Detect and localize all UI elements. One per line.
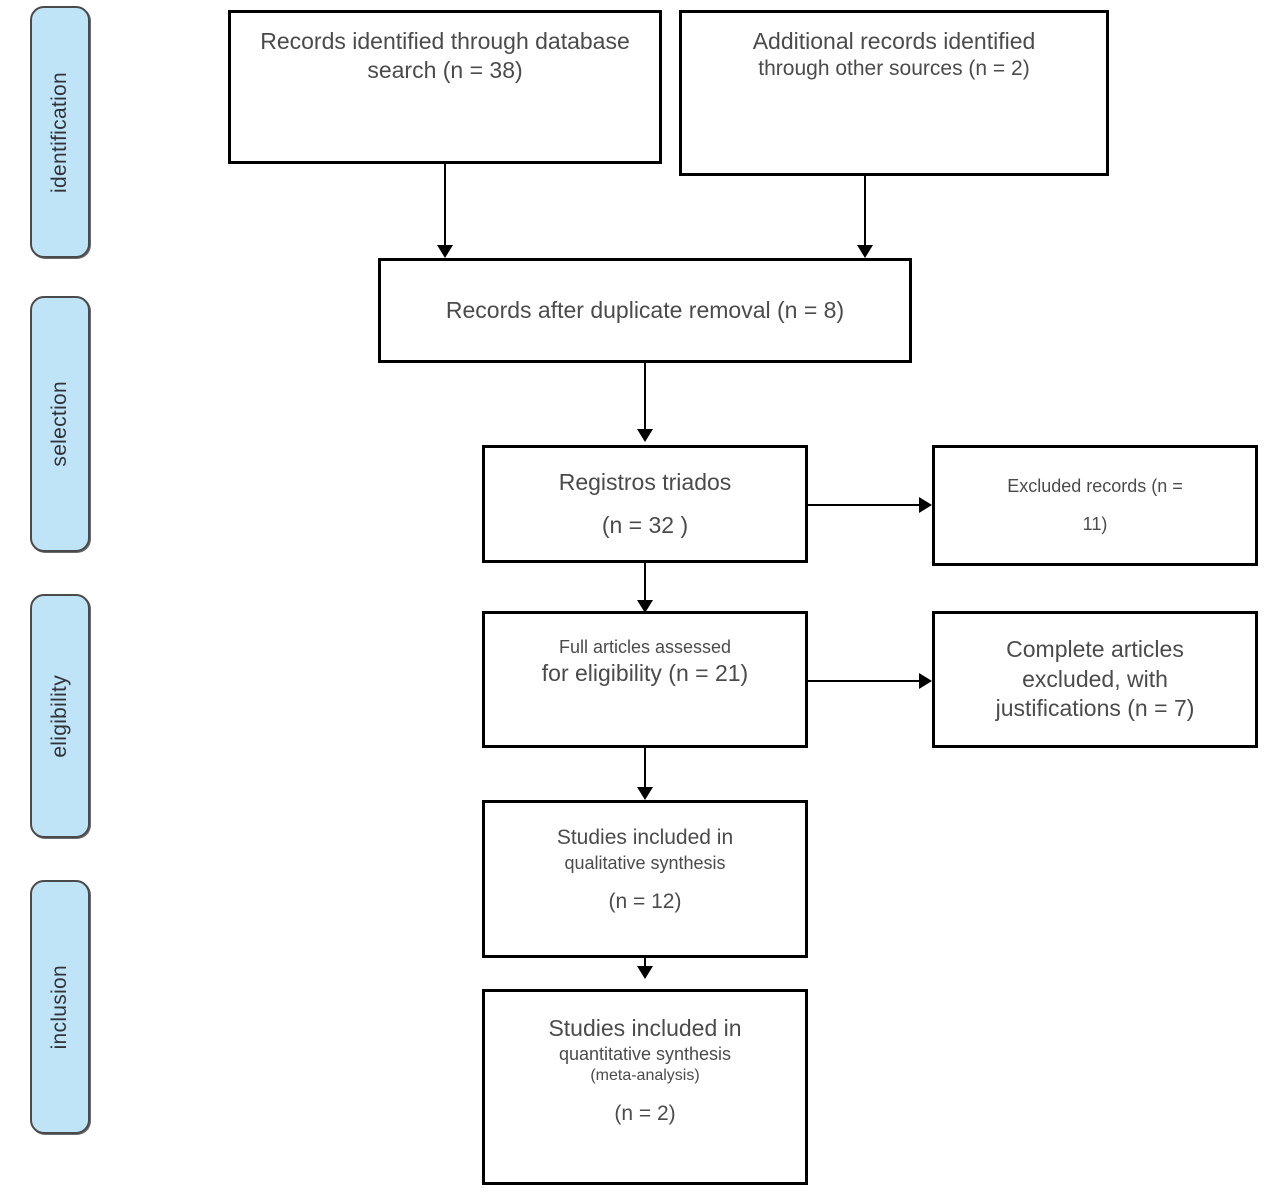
arrow-other-sources-to-duplicates bbox=[857, 245, 873, 258]
box-studies-quantitative-synthesis: Studies included in quantitative synthes… bbox=[482, 989, 808, 1185]
box-records-database-search-line2: search (n = 38) bbox=[367, 57, 523, 84]
box-additional-records-other-sources-line1: Additional records identified bbox=[752, 28, 1036, 54]
stage-label-inclusion: inclusion bbox=[48, 964, 71, 1050]
box-excluded-records-line1: Excluded records (n = bbox=[1007, 476, 1183, 497]
box-studies-quantitative-synthesis-line1: Studies included in bbox=[548, 1015, 742, 1041]
stage-pill-eligibility[interactable]: eligibility bbox=[30, 594, 90, 838]
box-studies-quantitative-synthesis-line2: quantitative synthesis bbox=[558, 1044, 732, 1065]
arrow-database-to-duplicates bbox=[437, 245, 453, 258]
connector-line-other-sources-to-duplicates bbox=[864, 176, 866, 247]
stage-pill-inclusion[interactable]: inclusion bbox=[30, 880, 90, 1134]
box-excluded-records-line2: 11) bbox=[1082, 513, 1108, 534]
box-registros-triados-line2: (n = 32 ) bbox=[601, 512, 689, 538]
connector-line-database-to-duplicates bbox=[444, 164, 446, 247]
box-complete-articles-excluded-line3: justifications (n = 7) bbox=[995, 695, 1195, 722]
box-additional-records-other-sources-line2: through other sources (n = 2) bbox=[758, 57, 1030, 81]
connector-line-full-articles-to-complete-excluded bbox=[808, 680, 922, 682]
box-complete-articles-excluded: Complete articles excluded, with justifi… bbox=[932, 611, 1258, 748]
box-studies-quantitative-synthesis-line3: (meta-analysis) bbox=[590, 1067, 700, 1085]
connector-line-full-articles-to-qualitative bbox=[644, 748, 646, 796]
box-studies-qualitative-synthesis-line2: qualitative synthesis bbox=[564, 852, 726, 873]
stage-pill-identification[interactable]: identification bbox=[30, 6, 90, 258]
stage-label-eligibility: eligibility bbox=[48, 674, 71, 758]
stage-pill-selection[interactable]: selection bbox=[30, 296, 90, 552]
box-full-articles-assessed-line2: for eligibility (n = 21) bbox=[541, 660, 749, 687]
arrow-full-articles-to-qualitative bbox=[637, 787, 653, 800]
box-records-database-search: Records identified through database sear… bbox=[228, 10, 662, 164]
box-studies-qualitative-synthesis-line1: Studies included in bbox=[556, 826, 734, 849]
box-registros-triados-line1: Registros triados bbox=[558, 468, 732, 495]
box-full-articles-assessed: Full articles assessed for eligibility (… bbox=[482, 611, 808, 748]
arrow-duplicates-to-screened bbox=[637, 429, 653, 442]
box-studies-quantitative-synthesis-line4: (n = 2) bbox=[614, 1101, 676, 1125]
box-excluded-records: Excluded records (n = 11) bbox=[932, 445, 1258, 566]
arrow-full-articles-to-complete-excluded bbox=[919, 673, 932, 689]
stage-label-identification: identification bbox=[48, 71, 71, 193]
arrow-qualitative-to-quantitative bbox=[637, 966, 653, 979]
box-records-database-search-line1: Records identified through database bbox=[260, 28, 630, 54]
arrow-screened-to-excluded bbox=[919, 497, 932, 513]
connector-line-screened-to-full-articles bbox=[644, 563, 646, 609]
box-complete-articles-excluded-line1: Complete articles bbox=[1006, 636, 1184, 663]
arrow-screened-to-full-articles bbox=[637, 600, 653, 613]
connector-line-duplicates-to-screened bbox=[644, 363, 646, 431]
connector-line-screened-to-excluded bbox=[808, 504, 922, 506]
stage-label-selection: selection bbox=[48, 381, 71, 467]
box-additional-records-other-sources: Additional records identified through ot… bbox=[679, 10, 1109, 176]
box-studies-qualitative-synthesis-line3: (n = 12) bbox=[608, 889, 682, 913]
box-complete-articles-excluded-line2: excluded, with bbox=[1022, 665, 1168, 692]
box-studies-qualitative-synthesis: Studies included in qualitative synthesi… bbox=[482, 800, 808, 958]
box-records-after-duplicate-removal-line1: Records after duplicate removal (n = 8) bbox=[445, 296, 845, 323]
box-full-articles-assessed-line1: Full articles assessed bbox=[558, 637, 732, 657]
box-registros-triados: Registros triados (n = 32 ) bbox=[482, 445, 808, 563]
box-records-after-duplicate-removal: Records after duplicate removal (n = 8) bbox=[378, 258, 912, 363]
